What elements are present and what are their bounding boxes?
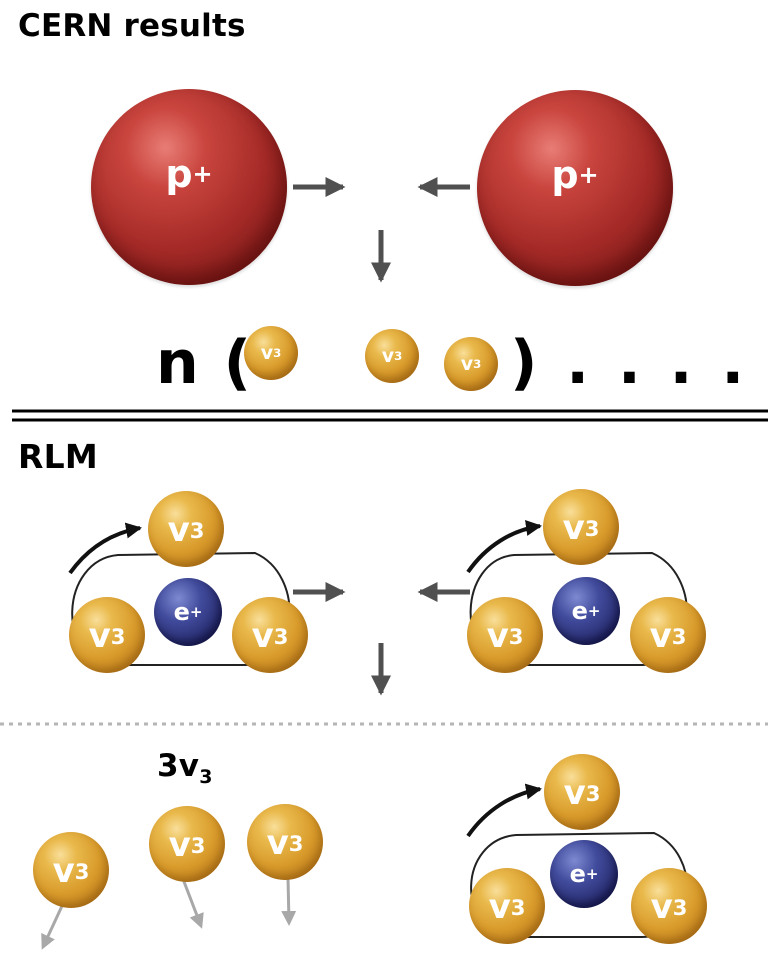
product-positron: e+ bbox=[550, 840, 618, 908]
rotation-arrow-products bbox=[466, 783, 542, 838]
rlm-right-positron: e+ bbox=[552, 577, 620, 645]
drift-arrow-3 bbox=[281, 877, 297, 926]
proton-left: p+ bbox=[91, 89, 287, 285]
n-open-paren: n ( bbox=[156, 328, 254, 398]
drift-arrow-2 bbox=[181, 878, 204, 929]
three-v3-label: 3v3 bbox=[157, 748, 213, 788]
cern-results-title: CERN results bbox=[18, 8, 246, 44]
rlm-left-positron: e+ bbox=[154, 578, 222, 646]
rotation-arrow-left bbox=[68, 522, 142, 575]
rlm-title: RLM bbox=[18, 437, 98, 476]
drift-arrow-1 bbox=[41, 905, 64, 950]
close-paren-ellipsis: ) . . . . bbox=[510, 328, 749, 398]
rotation-arrow-right bbox=[466, 520, 542, 574]
proton-right: p+ bbox=[477, 90, 673, 286]
